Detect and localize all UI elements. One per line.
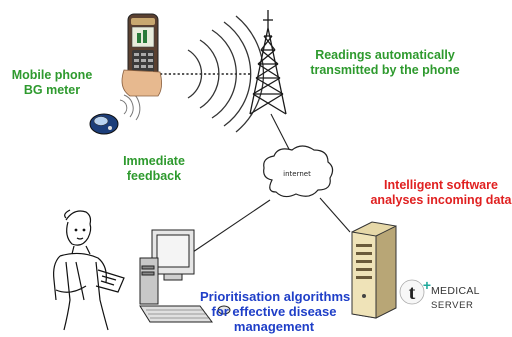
prioritisation-caption-line-3: management bbox=[233, 319, 315, 334]
mobile-phone-icon bbox=[121, 13, 162, 97]
logo-medical-text: MEDICAL bbox=[431, 285, 480, 297]
feedback-caption-line-1: Immediate bbox=[123, 154, 185, 168]
feedback-caption: Immediate feedback bbox=[116, 154, 192, 184]
cloud-to-computer-link bbox=[189, 199, 271, 255]
tower-to-cloud-link bbox=[270, 113, 293, 156]
network-links bbox=[189, 113, 351, 255]
nurse-illustration-icon bbox=[53, 209, 125, 331]
readings-caption-line-2: transmitted by the phone bbox=[310, 63, 460, 77]
radio-tower-icon bbox=[249, 10, 287, 115]
prioritisation-caption-line-2: for effective disease bbox=[211, 304, 337, 319]
cloud-to-server-link bbox=[319, 197, 351, 233]
prioritisation-caption-line-1: Prioritisation algorithms bbox=[200, 289, 351, 304]
intelligent-caption-line-1: Intelligent software bbox=[384, 178, 498, 192]
intelligent-software-caption: Intelligent software analyses incoming d… bbox=[370, 178, 512, 208]
desktop-computer-icon bbox=[139, 229, 231, 323]
intelligent-caption-line-2: analyses incoming data bbox=[370, 193, 512, 207]
logo-server-text: SERVER bbox=[431, 300, 474, 311]
tmedical-logo-icon: t + MEDICAL SERVER bbox=[399, 277, 480, 311]
readings-caption-line-1: Readings automatically bbox=[315, 48, 455, 62]
internet-cloud-icon: internet bbox=[263, 145, 334, 198]
mobile-phone-caption-line-1: Mobile phone bbox=[11, 68, 93, 82]
prioritisation-caption: Prioritisation algorithms for effective … bbox=[200, 289, 351, 334]
radio-waves-icon bbox=[187, 15, 265, 133]
mobile-phone-caption: Mobile phone BG meter bbox=[6, 68, 98, 98]
logo-plus: + bbox=[423, 277, 431, 293]
bg-meter-icon bbox=[89, 113, 119, 135]
mobile-phone-caption-line-2: BG meter bbox=[23, 83, 81, 97]
logo-letter: t bbox=[409, 282, 416, 304]
readings-caption: Readings automatically transmitted by th… bbox=[300, 48, 470, 78]
feedback-caption-line-2: feedback bbox=[126, 169, 182, 183]
cloud-label: internet bbox=[283, 170, 311, 178]
server-icon bbox=[351, 221, 397, 319]
